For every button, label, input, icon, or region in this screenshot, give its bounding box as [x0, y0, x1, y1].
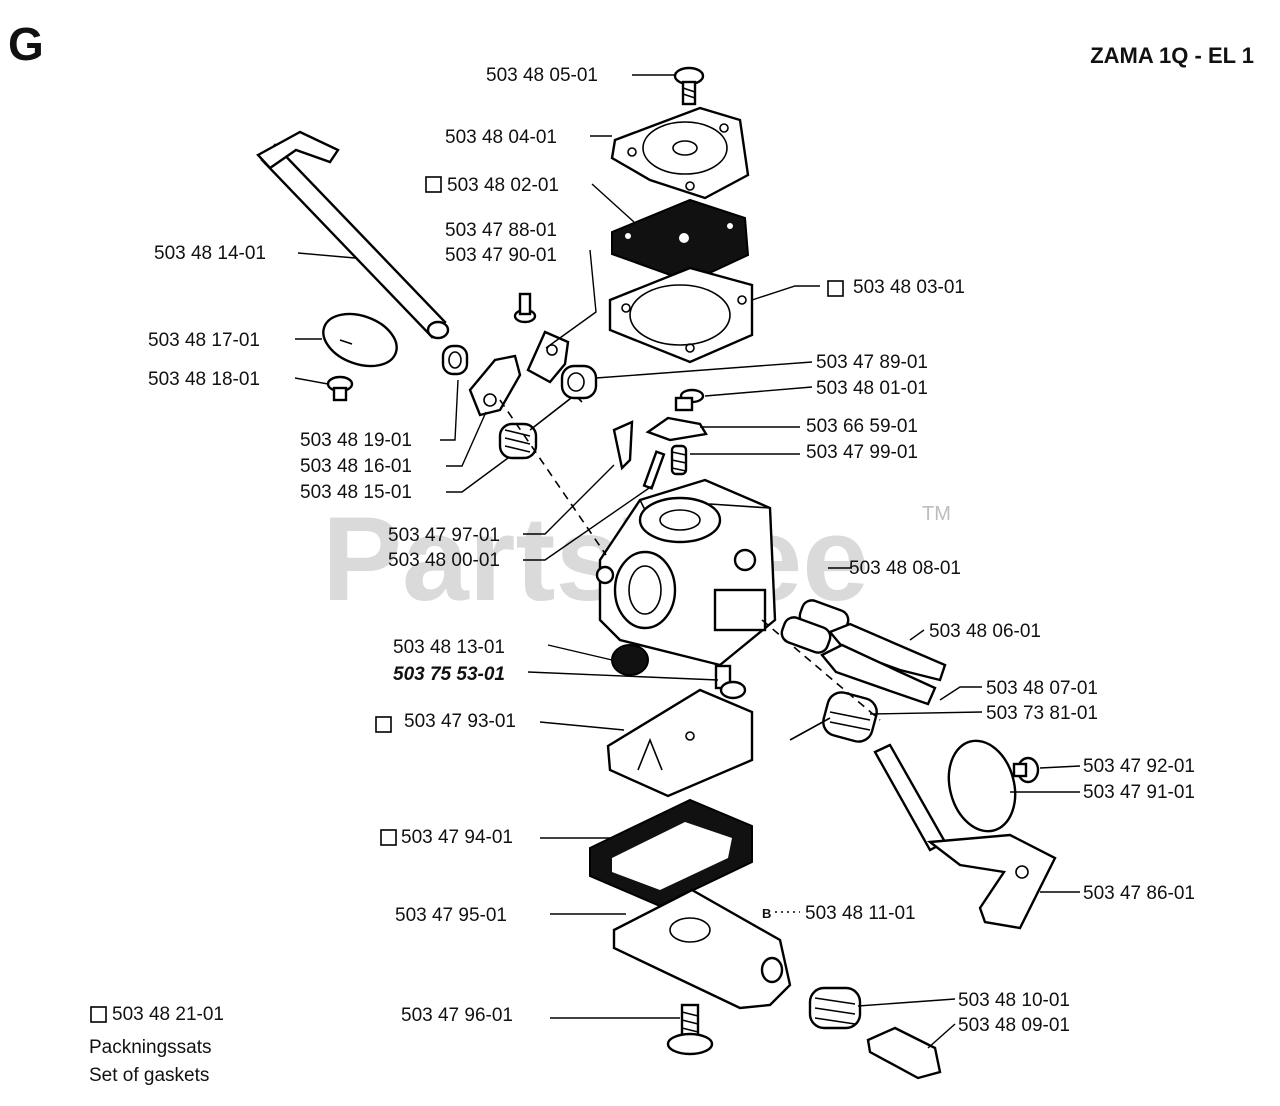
label-503-48-01-01: 503 48 01-01	[816, 378, 928, 399]
model-title: ZAMA 1Q - EL 1	[1090, 43, 1254, 68]
label-503-47-97-01: 503 47 97-01	[388, 525, 500, 546]
label-503-47-86-01: 503 47 86-01	[1083, 883, 1195, 904]
choke-shaft-part	[873, 743, 1057, 930]
gasket-kit-marker	[827, 280, 844, 297]
gasket-kit-marker	[380, 829, 397, 846]
label-503-48-04-01: 503 48 04-01	[445, 127, 557, 148]
label-503-48-17-01: 503 48 17-01	[148, 330, 260, 351]
throttle-spring-part	[498, 393, 583, 460]
label-503-47-91-01: 503 47 91-01	[1083, 782, 1195, 803]
label-503-47-89-01: 503 47 89-01	[816, 352, 928, 373]
label-503-47-94-01: 503 47 94-01	[401, 827, 513, 848]
inlet-needle-part	[612, 420, 634, 471]
label-503-73-81-01: 503 73 81-01	[986, 703, 1098, 724]
pump-cover-part	[610, 106, 750, 200]
metering-lever-part	[645, 416, 708, 442]
gasket-kit-marker	[90, 1006, 107, 1023]
label-503-47-95-01: 503 47 95-01	[395, 905, 507, 926]
choke-plate-screw-part	[1012, 756, 1040, 784]
throttle-shaft-part	[256, 130, 450, 340]
housing-screw-part	[666, 1003, 714, 1056]
idle-spring-part	[789, 691, 878, 743]
label-503-48-18-01: 503 48 18-01	[148, 369, 260, 390]
low-speed-needle-part	[820, 643, 937, 706]
label-503-47-90-01: 503 47 90-01	[445, 245, 557, 266]
label-b-marker: B	[762, 906, 771, 921]
adjustment-screw-part	[866, 1026, 942, 1080]
gasket-kit-label-en: Set of gaskets	[89, 1065, 209, 1086]
cover-screw-part	[673, 66, 705, 106]
part-labels: 503 48 05-01 503 48 04-01 503 48 02-01 5…	[89, 65, 1195, 1086]
label-503-47-88-01: 503 47 88-01	[445, 220, 557, 241]
label-503-47-96-01: 503 47 96-01	[401, 1005, 513, 1026]
choke-plate-part	[947, 739, 1017, 833]
label-503-48-15-01: 503 48 15-01	[300, 482, 412, 503]
metering-spring-part	[670, 444, 688, 476]
lever-screw-part	[513, 292, 537, 324]
pump-diaphragm-part	[611, 198, 750, 284]
shaft-bushing-part	[441, 344, 469, 376]
label-503-66-59-01: 503 66 59-01	[806, 416, 918, 437]
label-503-47-93-01: 503 47 93-01	[404, 711, 516, 732]
metering-cover-part	[606, 688, 754, 798]
label-503-48-10-01: 503 48 10-01	[958, 990, 1070, 1011]
fuel-lever-clip-part	[526, 330, 570, 384]
throttle-plate-screw-part	[326, 375, 354, 402]
label-503-48-19-01: 503 48 19-01	[300, 430, 412, 451]
inlet-screen-part	[611, 644, 649, 676]
gasket-kit-marker	[425, 176, 442, 193]
watermark: PartsTree	[322, 492, 869, 626]
adjustment-spring-part	[808, 986, 862, 1030]
watermark-trademark: TM	[922, 503, 951, 525]
section-letter: G	[8, 18, 44, 70]
choke-bushing-part	[560, 364, 598, 400]
label-503-47-99-01: 503 47 99-01	[806, 442, 918, 463]
lever-pin-part	[642, 450, 666, 490]
label-503-75-53-01: 503 75 53-01	[393, 664, 505, 685]
label-503-48-11-01: 503 48 11-01	[805, 903, 916, 924]
gasket-kit-marker	[375, 716, 392, 733]
pump-gasket-part	[608, 266, 754, 364]
label-503-48-13-01: 503 48 13-01	[393, 637, 505, 658]
throttle-lever-part	[468, 354, 522, 417]
label-503-47-92-01: 503 47 92-01	[1083, 756, 1195, 777]
label-503-48-21-01: 503 48 21-01	[112, 1004, 224, 1025]
label-503-48-05-01: 503 48 05-01	[486, 65, 598, 86]
label-503-48-06-01: 503 48 06-01	[929, 621, 1041, 642]
gasket-kit-label-sv: Packningssats	[89, 1037, 212, 1058]
label-503-48-16-01: 503 48 16-01	[300, 456, 412, 477]
label-503-48-02-01: 503 48 02-01	[447, 175, 559, 196]
label-503-48-08-01: 503 48 08-01	[849, 558, 961, 579]
label-503-48-00-01: 503 48 00-01	[388, 550, 500, 571]
needle-springs-part	[780, 599, 850, 654]
metering-diaphragm-housing-part	[612, 888, 792, 1010]
leader-lines	[294, 74, 1081, 1049]
label-503-48-14-01: 503 48 14-01	[154, 243, 266, 264]
body-screw-part	[714, 664, 747, 700]
carburetor-body-part	[595, 478, 777, 667]
metering-lever-screw-part	[674, 388, 705, 412]
label-503-48-03-01: 503 48 03-01	[853, 277, 965, 298]
metering-gasket-part	[589, 798, 753, 908]
label-503-48-09-01: 503 48 09-01	[958, 1015, 1070, 1036]
throttle-plate-part	[322, 312, 398, 368]
label-503-48-07-01: 503 48 07-01	[986, 678, 1098, 699]
